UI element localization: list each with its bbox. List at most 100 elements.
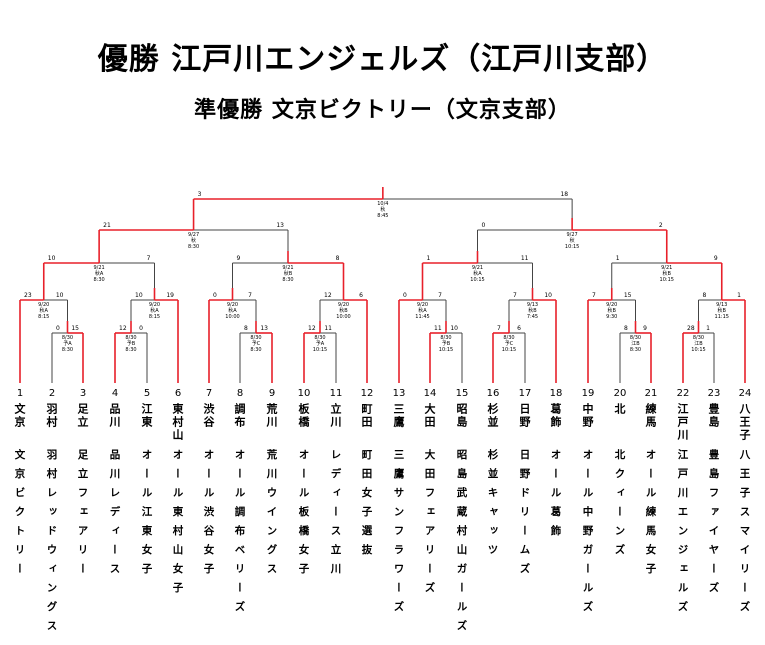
- s1-left-score: 21: [103, 222, 111, 229]
- entry-team-name: 昭島武蔵村山ガールズ: [455, 449, 468, 639]
- s2-info-2: 10:15: [565, 244, 579, 250]
- s1-info-0: 9/27: [188, 232, 199, 238]
- q1-info-1: 秋A: [95, 270, 104, 277]
- q2-left-score: 9: [237, 255, 241, 262]
- entry-team-name: 江戸川エンジェルズ: [676, 449, 689, 620]
- entry-team-name: 日野ドリームズ: [518, 449, 531, 582]
- entry-team-name: 品川レディース: [108, 449, 121, 582]
- m2-left-score: 0: [56, 325, 60, 332]
- m4-right-score: 19: [166, 292, 174, 299]
- entry-team-name: 豊島ファイヤーズ: [707, 449, 720, 601]
- m5-info-1: 秋A: [228, 307, 237, 314]
- m1-right-score: 10: [56, 292, 64, 299]
- m1-info-2: 8:15: [38, 314, 49, 320]
- entry-number: 20: [613, 388, 627, 399]
- entry-ward: 江東: [140, 403, 153, 429]
- entry-number: 14: [423, 388, 437, 399]
- entry-team-name: オール葛飾: [549, 449, 562, 544]
- m15-info-2: 10:15: [691, 347, 705, 353]
- q2-info-0: 9/21: [282, 265, 293, 271]
- m14-info-0: 8/30: [630, 335, 641, 341]
- entry-number: 3: [79, 388, 87, 399]
- q1-info-2: 8:30: [94, 277, 105, 283]
- m11-info-0: 8/30: [503, 335, 514, 341]
- entry-team-name: 大田フェアリーズ: [423, 449, 436, 601]
- q4-left-score: 1: [616, 255, 620, 262]
- q3-left-score: 1: [427, 255, 431, 262]
- f-info-2: 8:45: [377, 213, 388, 219]
- m16-right-score: 1: [737, 292, 741, 299]
- m7-info-2: 10:15: [313, 347, 327, 353]
- entry-ward: 北: [613, 403, 626, 416]
- m3-info-2: 8:30: [125, 347, 136, 353]
- m9-info-1: 秋A: [418, 307, 427, 314]
- entry-ward: 文京: [13, 403, 26, 429]
- entry-number: 7: [205, 388, 213, 399]
- m5-left-score: 0: [213, 292, 217, 299]
- m3-left-score: 12: [119, 325, 127, 332]
- entry-number: 24: [738, 388, 752, 399]
- entry-ward: 足立: [76, 403, 89, 429]
- entry-team-name: オール江東女子: [140, 449, 153, 582]
- entry-team-name: オール渋谷女子: [202, 449, 215, 582]
- m5-right-score: 7: [248, 292, 252, 299]
- s1-info-2: 8:30: [188, 244, 199, 250]
- s2-left-score: 0: [482, 222, 486, 229]
- entry-number: 9: [268, 388, 276, 399]
- entry-team-name: 杉並キャッツ: [486, 449, 499, 563]
- entry-number: 8: [236, 388, 244, 399]
- entry-team-name: 羽村レッドウィングス: [45, 449, 58, 639]
- entry-team-name: オール中野ガールズ: [581, 449, 594, 620]
- entry-number: 22: [676, 388, 690, 399]
- q1-right-score: 7: [147, 255, 151, 262]
- q2-info-1: 秋B: [284, 270, 293, 277]
- m4-info-1: 秋A: [150, 307, 159, 314]
- entry-number: 6: [174, 388, 182, 399]
- m2-info-1: 予A: [63, 340, 72, 347]
- m8-info-0: 9/20: [338, 302, 349, 308]
- m2-info-0: 8/30: [62, 335, 73, 341]
- m8-left-score: 12: [324, 292, 332, 299]
- m15-left-score: 28: [687, 325, 695, 332]
- m1-left-score: 23: [24, 292, 32, 299]
- m12-info-0: 9/13: [527, 302, 538, 308]
- m16-left-score: 8: [703, 292, 707, 299]
- q1-info-0: 9/21: [94, 265, 105, 271]
- m11-info-1: 予C: [505, 340, 514, 347]
- q3-info-1: 秋A: [473, 270, 482, 277]
- entry-number: 2: [48, 388, 56, 399]
- m6-info-1: 予C: [252, 340, 261, 347]
- entry-number: 5: [143, 388, 151, 399]
- entry-number: 12: [360, 388, 374, 399]
- q4-info-2: 10:15: [660, 277, 674, 283]
- entry-ward: 葛飾: [549, 403, 562, 429]
- entry-ward: 中野: [581, 403, 594, 429]
- m8-info-2: 10:00: [336, 314, 350, 320]
- entry-team-name: 八王子スマイリーズ: [738, 449, 751, 620]
- m12-right-score: 10: [544, 292, 552, 299]
- m12-left-score: 7: [513, 292, 517, 299]
- entry-team-name: オール東村山女子: [171, 449, 184, 601]
- m16-info-1: 秋B: [718, 307, 727, 314]
- q4-right-score: 9: [714, 255, 718, 262]
- s1-info-1: 秋: [191, 237, 196, 244]
- m13-info-0: 9/20: [606, 302, 617, 308]
- entry-ward: 渋谷: [202, 403, 215, 429]
- m2-info-2: 8:30: [62, 347, 73, 353]
- s2-info-0: 9/27: [567, 232, 578, 238]
- m3-right-score: 0: [139, 325, 143, 332]
- s1-right-score: 13: [276, 222, 284, 229]
- entry-team-name: 三鷹サンフラワーズ: [392, 449, 405, 620]
- m15-info-0: 8/30: [693, 335, 704, 341]
- m11-right-score: 6: [517, 325, 521, 332]
- entry-ward: 豊島: [707, 403, 720, 429]
- entry-ward: 江戸川: [676, 403, 689, 442]
- m10-info-0: 8/30: [440, 335, 451, 341]
- m13-info-2: 9:30: [606, 314, 617, 320]
- entry-team-name: オール調布ベリーズ: [233, 449, 246, 620]
- entry-ward: 昭島: [455, 403, 468, 429]
- q2-info-2: 8:30: [282, 277, 293, 283]
- m14-info-2: 8:30: [630, 347, 641, 353]
- entry-number: 19: [581, 388, 595, 399]
